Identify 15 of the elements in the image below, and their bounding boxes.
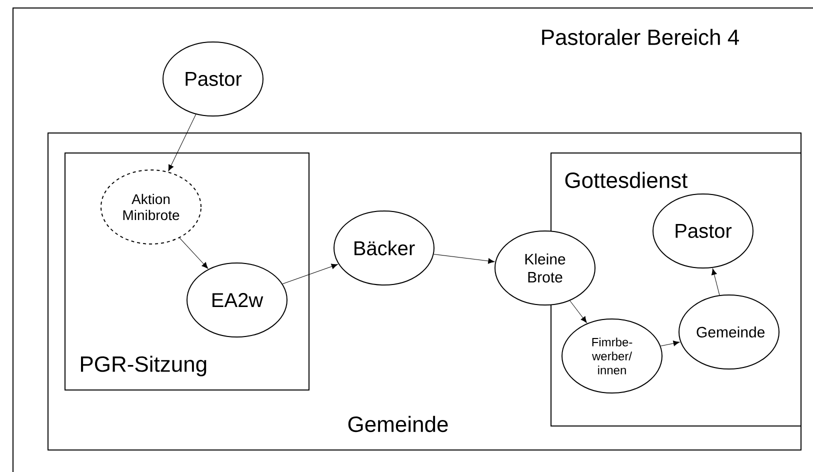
- arrow: [660, 340, 680, 346]
- arrow: [570, 300, 587, 323]
- ellipse-node: Kleine Brote: [494, 230, 596, 306]
- arrow: [168, 114, 196, 172]
- ellipse-node: EA2w: [186, 262, 288, 338]
- ellipse-node: Aktion Minibrote: [100, 170, 202, 244]
- arrow: [179, 238, 208, 269]
- ellipse-node: Bäcker: [334, 210, 434, 286]
- ellipse-node: Pastor: [652, 194, 754, 268]
- arrow: [434, 254, 495, 264]
- arrow: [711, 268, 720, 296]
- ellipse-node: Gemeinde: [678, 294, 780, 370]
- arrow: [282, 264, 338, 284]
- ellipse-node: Pastor: [162, 42, 264, 116]
- ellipse-node: Fimrbe- werber/ innen: [562, 318, 662, 394]
